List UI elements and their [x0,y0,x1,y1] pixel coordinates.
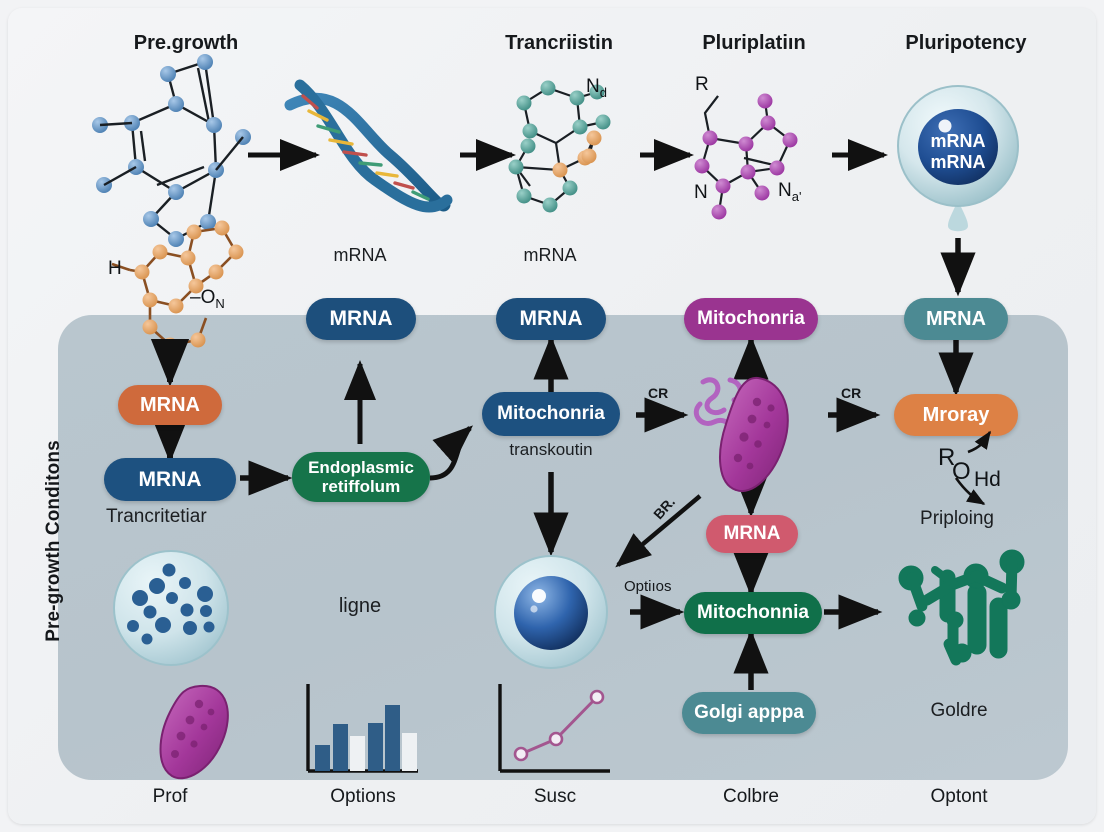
chem-label-h: H [108,258,122,279]
annotation-cr-left: CR [648,385,669,401]
chem-label-na: Na' [778,180,802,204]
annotation-r-tag: R [938,444,956,471]
chem-label-r: R [695,74,709,95]
node-mrna-navy[interactable]: MRNA [104,458,236,501]
node-mrna-teal[interactable]: MRNA [904,298,1008,340]
annotation-trancritetiar: Trancritetiar [106,506,207,527]
node-golgi-apparatus[interactable]: Golgi apppa [682,692,816,734]
side-axis-label: Pre-growth Conditons [43,440,64,642]
annotation-priploing: Priploing [920,508,994,529]
bottom-label-options: Options [330,786,396,807]
chem-label-nd: Nd [586,76,607,100]
node-mitochonria-purple[interactable]: Mitochonria [684,298,818,340]
annotation-goldre: Goldre [930,700,988,721]
node-mrna-orange[interactable]: MRNA [118,385,222,425]
node-mroray[interactable]: Mroray [894,394,1018,436]
node-mrna-navy-3[interactable]: MRNA [496,298,606,340]
heading-pluripotency: Pluripotency [905,32,1027,54]
node-endoplasmic-reticulum[interactable]: Endoplasmic retiffolum [292,452,430,502]
bottom-label-prof: Prof [152,786,188,807]
chem-label-n: N [694,182,708,203]
annotation-transkoutin: transkoutin [509,440,593,459]
annotation-options-arrow: Optiıos [624,578,672,595]
annotation-ligne: ligne [338,595,382,617]
node-mitochonnia-green[interactable]: Mitochonnia [684,592,822,634]
node-mrna-pink[interactable]: MRNA [706,515,798,553]
heading-trancriistin: Trancriistin [505,32,613,54]
bottom-label-optont: Optont [930,786,988,807]
chem-label-on: –ON [190,287,225,311]
annotation-hd-tag: Hd [974,468,1001,491]
annotation-o-tag: O [952,458,971,485]
caption-mrna-1: mRNA [333,245,387,265]
heading-pluriplatin: Pluriplatiın [702,32,806,54]
caption-mrna-2: mRNA [523,245,577,265]
annotation-cr-right: CR [841,385,862,401]
bottom-label-susc: Susc [533,786,577,807]
node-mitochonria-navy[interactable]: Mitochonria [482,392,620,436]
heading-pre-growth: Pre.growth [133,32,239,54]
bottom-label-colbre: Colbre [723,786,779,807]
node-mrna-navy-2[interactable]: MRNA [306,298,416,340]
